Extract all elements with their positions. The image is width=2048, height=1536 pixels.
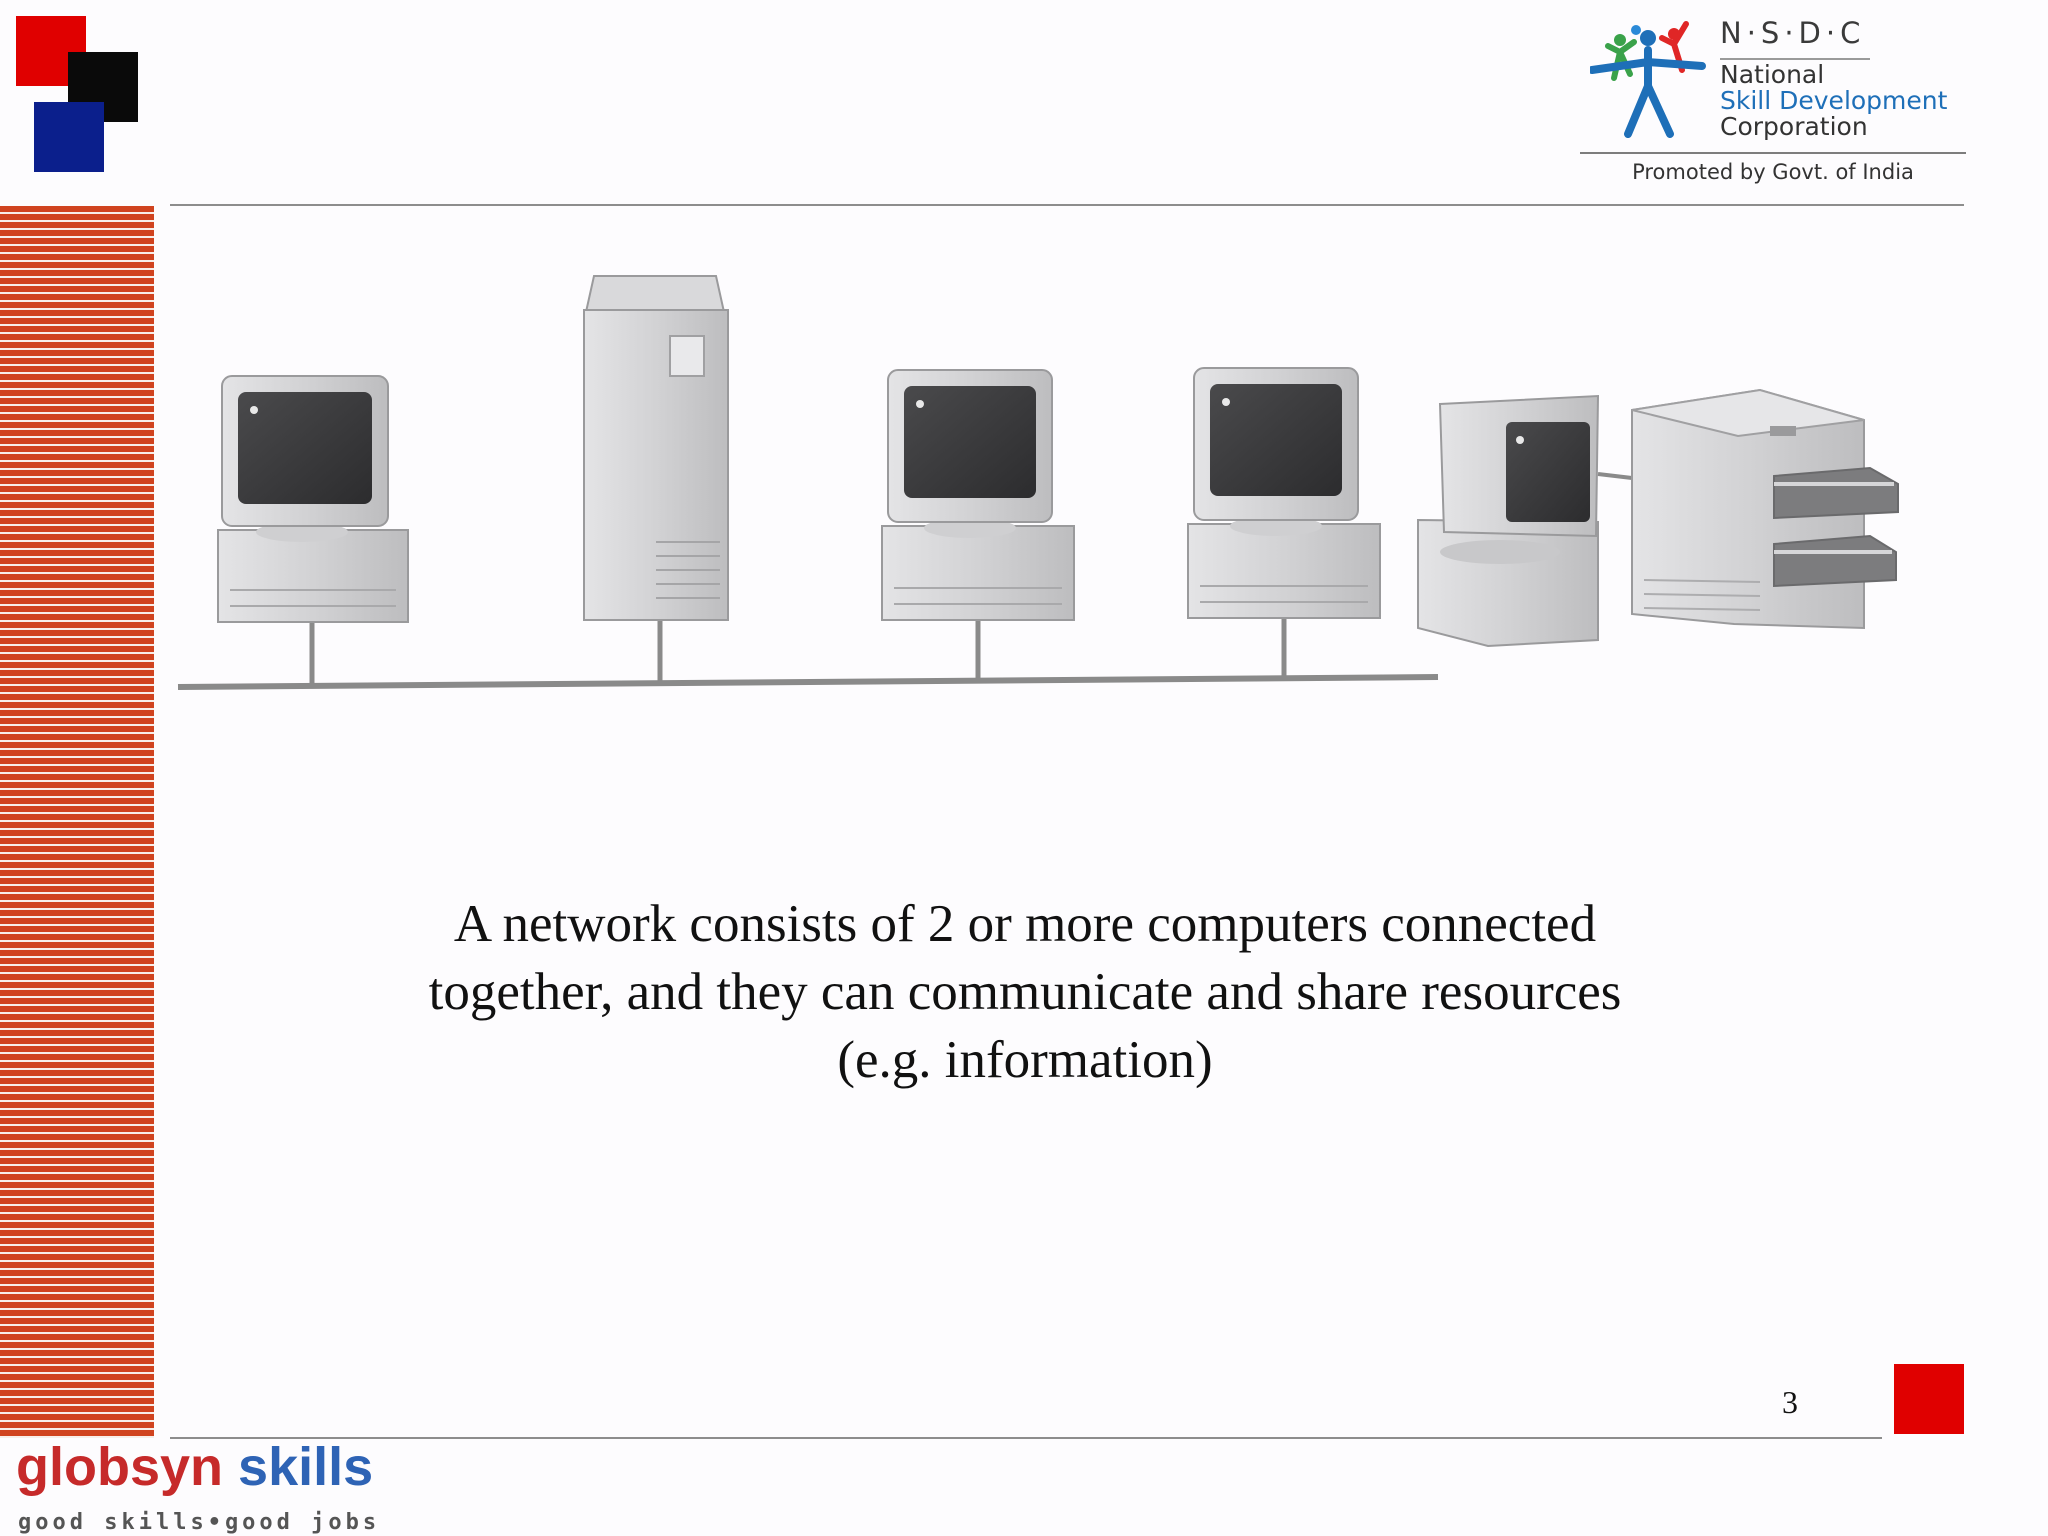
nsdc-logo: N·S·D·C National Skill Development Corpo… bbox=[1580, 10, 1966, 190]
brand-word-globsyn: globsyn bbox=[16, 1437, 224, 1497]
computer-2 bbox=[881, 369, 1075, 680]
network-diagram bbox=[177, 275, 1899, 690]
nsdc-name-line3: Corporation bbox=[1720, 112, 1868, 141]
brand-word-skills: skills bbox=[238, 1437, 374, 1497]
printer bbox=[1631, 388, 1899, 630]
people-figure-icon bbox=[1590, 21, 1706, 138]
network-definition-text: A network consists of 2 or more computer… bbox=[330, 890, 1720, 1094]
nsdc-name-line1: National bbox=[1720, 60, 1825, 89]
caption-line-1: A network consists of 2 or more computer… bbox=[453, 895, 1597, 953]
globsyn-skills-logo: globsyn skills good skills•good jobs bbox=[16, 1436, 396, 1536]
nsdc-acronym: N·S·D·C bbox=[1720, 16, 1866, 50]
computer-4 bbox=[1417, 394, 1633, 648]
footer-divider bbox=[170, 1437, 1882, 1439]
nsdc-divider bbox=[1580, 152, 1966, 154]
nsdc-acronym-underline bbox=[1720, 58, 1870, 60]
corner-squares-logo bbox=[16, 16, 140, 174]
network-bus-cable bbox=[177, 674, 1439, 690]
left-stripe-bar bbox=[0, 206, 154, 1438]
nsdc-name-line2: Skill Development bbox=[1720, 86, 1948, 115]
globsyn-brand-name: globsyn skills bbox=[16, 1436, 373, 1498]
globsyn-tagline: good skills•good jobs bbox=[18, 1510, 381, 1535]
header-divider bbox=[170, 204, 1964, 206]
computer-3 bbox=[1187, 367, 1381, 678]
logo-blue-square bbox=[34, 102, 104, 172]
caption-line-3: (e.g. information) bbox=[837, 1031, 1213, 1089]
footer-red-square bbox=[1894, 1364, 1964, 1434]
computer-1 bbox=[217, 375, 409, 686]
nsdc-promoted-text: Promoted by Govt. of India bbox=[1632, 160, 1914, 184]
caption-line-2: together, and they can communicate and s… bbox=[428, 963, 1622, 1021]
server-tower bbox=[583, 275, 729, 682]
page-number: 3 bbox=[1782, 1384, 1798, 1420]
